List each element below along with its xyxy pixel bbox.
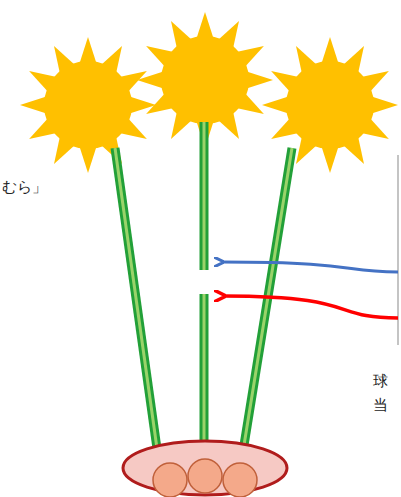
note-label: むら」 <box>2 178 47 196</box>
note-label: 当 <box>373 396 388 414</box>
bulbs <box>153 459 257 497</box>
note-label: 球 <box>373 372 388 390</box>
blue-arrow <box>222 262 398 272</box>
ground-ellipse <box>123 441 287 495</box>
sun-flower <box>262 37 398 173</box>
red-arrow <box>224 296 398 318</box>
sun-flower <box>20 37 156 173</box>
